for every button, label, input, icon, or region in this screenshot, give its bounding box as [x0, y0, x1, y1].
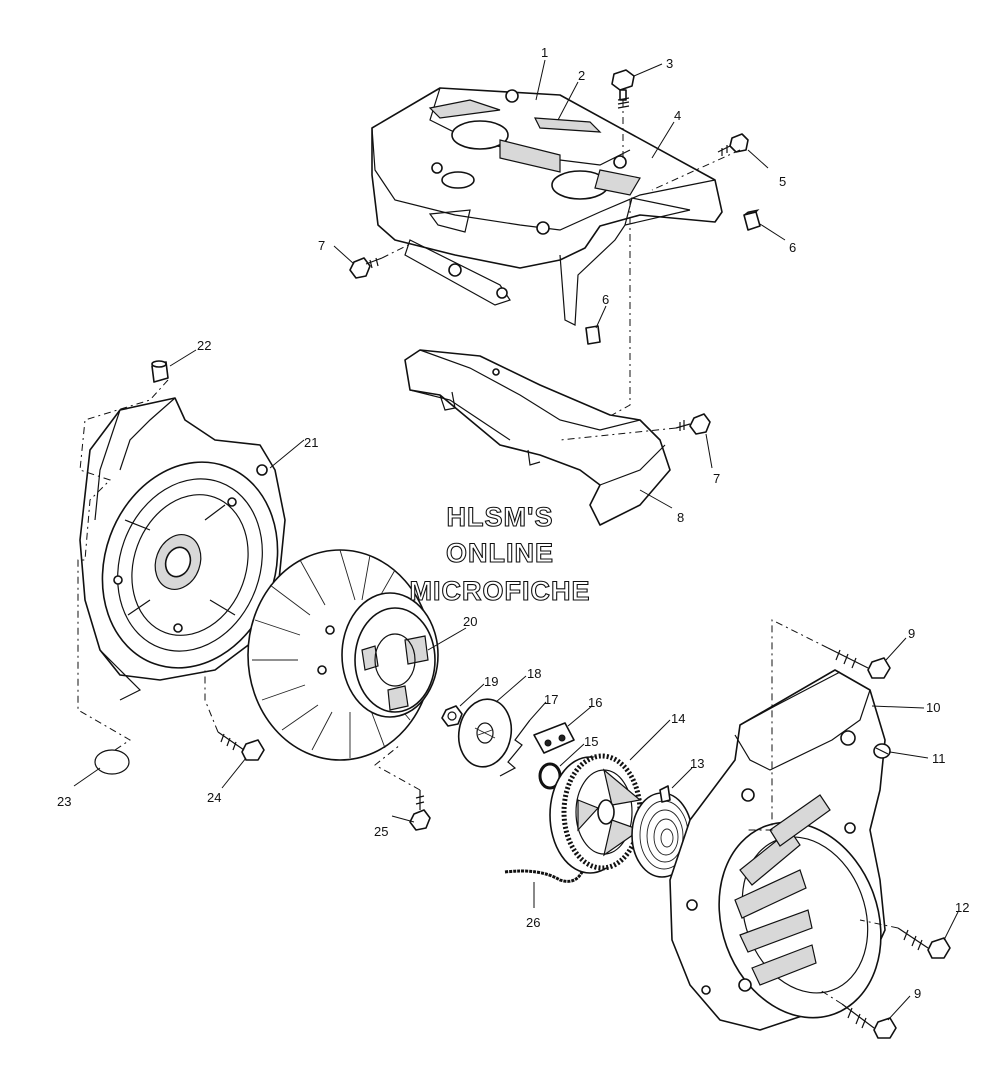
flywheel-fan — [247, 549, 439, 761]
bolt-7-left — [349, 257, 383, 279]
blower-housing — [79, 397, 286, 701]
dowel-pin-22 — [151, 360, 169, 383]
callout-15: 15 — [584, 734, 598, 749]
callout-2: 2 — [578, 68, 585, 83]
callout-13: 13 — [690, 756, 704, 771]
watermark-line-3: MICROFICHE — [410, 576, 591, 606]
callout-24: 24 — [207, 790, 221, 805]
callout-6-left: 6 — [602, 292, 609, 307]
callout-9-bottom: 9 — [914, 986, 921, 1001]
bolt-3 — [611, 69, 635, 109]
callout-17: 17 — [544, 692, 558, 707]
callout-labels: 1 2 3 4 5 6 6 7 7 8 9 9 10 11 12 13 14 1… — [57, 45, 969, 1001]
callout-23: 23 — [57, 794, 71, 809]
bolt-9-bottom — [841, 1003, 897, 1039]
callout-21: 21 — [304, 435, 318, 450]
recoil-cover-10 — [669, 669, 886, 1031]
leader-lines — [73, 59, 959, 1021]
plug-11 — [873, 743, 891, 759]
return-spring-17 — [499, 719, 531, 777]
callout-3: 3 — [666, 56, 673, 71]
bolt-7-right — [675, 413, 711, 435]
watermark-line-1: HLSM'S — [447, 502, 554, 532]
callout-14: 14 — [671, 711, 685, 726]
callout-22: 22 — [197, 338, 211, 353]
callout-11: 11 — [932, 751, 946, 766]
callout-26: 26 — [526, 915, 540, 930]
bolt-5 — [717, 133, 749, 156]
starter-rope-26 — [504, 869, 584, 883]
recoil-spring-13 — [631, 785, 693, 878]
callout-6-right: 6 — [789, 240, 796, 255]
clip-6-right — [743, 209, 761, 231]
callout-4: 4 — [674, 108, 681, 123]
bolt-25 — [409, 790, 431, 831]
callout-12: 12 — [955, 900, 969, 915]
upper-shroud — [371, 87, 723, 326]
callout-8: 8 — [677, 510, 684, 525]
alignment-lines — [77, 100, 899, 1005]
callout-1: 1 — [541, 45, 548, 60]
ratchet-pawl-16 — [533, 722, 575, 754]
callout-5: 5 — [779, 174, 786, 189]
callout-20: 20 — [463, 614, 477, 629]
callout-18: 18 — [527, 666, 541, 681]
callout-9-top: 9 — [908, 626, 915, 641]
air-duct — [404, 349, 671, 526]
callout-10: 10 — [926, 700, 940, 715]
callout-19: 19 — [484, 674, 498, 689]
bolt-9-top — [827, 647, 891, 679]
o-ring-23 — [94, 749, 130, 775]
callout-7-right: 7 — [713, 471, 720, 486]
watermark-line-2: ONLINE — [446, 538, 554, 568]
shroud-seal — [533, 117, 602, 133]
bolt-24 — [217, 731, 265, 761]
bolt-12 — [897, 927, 951, 959]
rope-pulley-14 — [549, 753, 643, 874]
watermark: HLSM'S ONLINE MICROFICHE — [409, 501, 591, 606]
nut-19 — [441, 705, 463, 727]
callout-7-left: 7 — [318, 238, 325, 253]
callout-25: 25 — [374, 824, 388, 839]
callout-16: 16 — [588, 695, 602, 710]
ratchet-plate-18 — [457, 698, 513, 768]
clip-6-left — [585, 325, 601, 345]
